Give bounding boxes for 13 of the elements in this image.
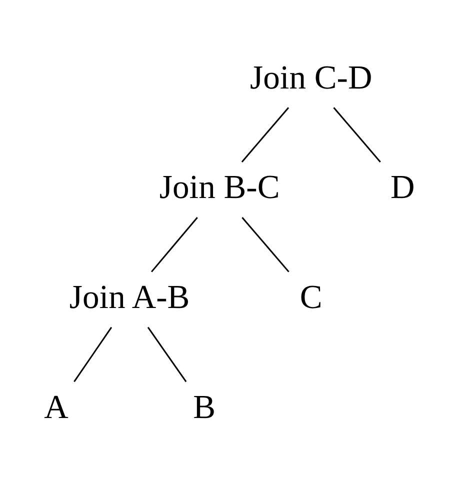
node-text: B (192, 388, 216, 426)
node-text: D (390, 168, 414, 206)
connector (241, 216, 289, 272)
connector (150, 216, 198, 272)
node-text: A (44, 388, 68, 426)
connector (332, 106, 380, 162)
node-text: Join B-C (158, 168, 280, 206)
node-text: C (299, 278, 322, 316)
node-text: Join C-D (250, 58, 372, 96)
node-text: Join A-B (68, 278, 190, 316)
connector (73, 326, 112, 382)
connector (240, 106, 289, 162)
connector (146, 326, 186, 382)
